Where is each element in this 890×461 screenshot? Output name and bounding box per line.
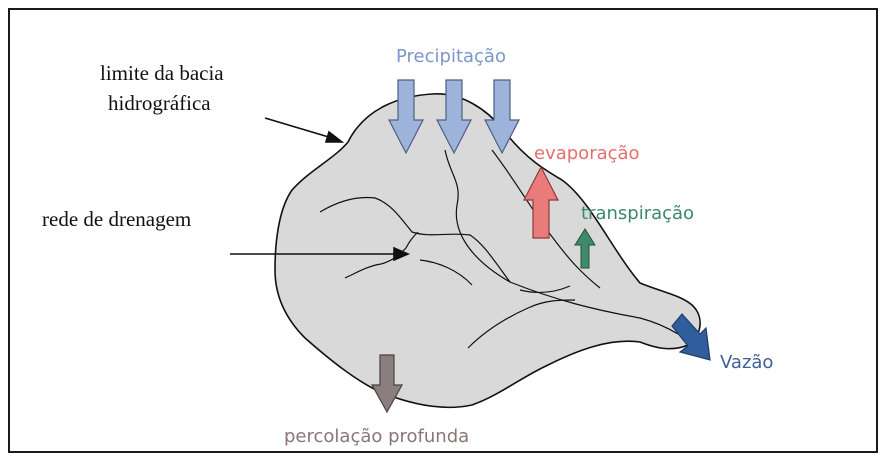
arrowhead-icon [326, 132, 342, 142]
label-rede-de-drenagem: rede de drenagem [42, 207, 191, 231]
label-percolacao-profunda: percolação profunda [284, 426, 469, 447]
label-limite-line2: hidrográfica [108, 91, 211, 115]
label-limite-line1: limite da bacia [100, 61, 224, 85]
label-transpiracao: transpiração [581, 203, 694, 224]
label-vazao: Vazão [720, 352, 773, 373]
label-evaporacao: evaporação [534, 143, 640, 164]
precipitation-arrows [389, 80, 519, 153]
label-precipitacao: Precipitação [396, 46, 506, 67]
